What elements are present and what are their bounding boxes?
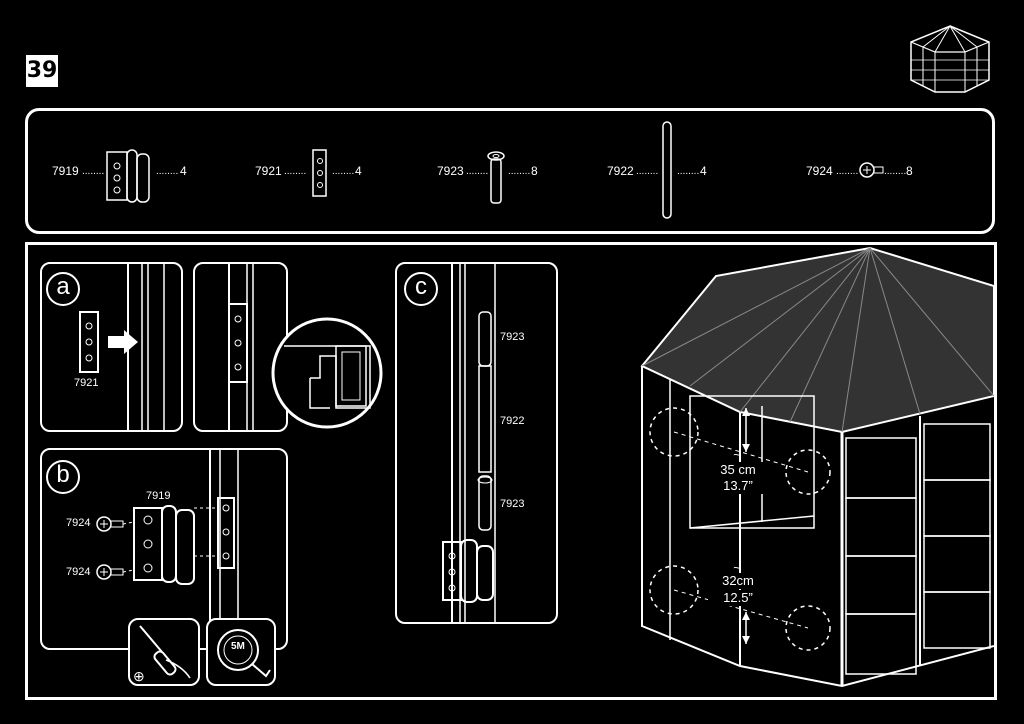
- part-qty-7919: 4: [180, 164, 187, 178]
- zoom-detail-circle: [271, 317, 383, 429]
- upper-dimension-tilde: ~: [733, 447, 741, 462]
- panel-a-part-label: 7921: [74, 377, 99, 389]
- panel-b-screw-top-label: 7924: [66, 517, 91, 529]
- part-qty-7923: 8: [531, 164, 538, 178]
- panel-b-screw-bottom-label: 7924: [66, 566, 91, 578]
- panel-c-letter: c: [404, 272, 438, 306]
- panel-a-detail-illustration: [228, 264, 254, 430]
- part-qty-7924: 8: [906, 164, 913, 178]
- part-qty-7922: 4: [700, 164, 707, 178]
- step-number: 39: [26, 55, 58, 87]
- panel-a-letter: a: [46, 272, 80, 306]
- part-code-7924: 7924: [806, 164, 833, 178]
- part-code-7921: 7921: [255, 164, 282, 178]
- tape-measure-icon: [217, 629, 271, 678]
- gazebo-thumbnail-icon: [910, 25, 990, 93]
- pin-icon: [487, 151, 505, 204]
- part-dots: ........: [508, 166, 531, 177]
- panel-b-hinge-label: 7919: [146, 490, 171, 502]
- upper-dimension-cm: 35 cm: [708, 462, 768, 478]
- panel-c-illustration: [442, 264, 496, 622]
- hinge-icon: [106, 149, 150, 203]
- panel-b-illustration: [96, 450, 239, 648]
- part-code-7922: 7922: [607, 164, 634, 178]
- screw-icon: [859, 162, 884, 178]
- assembly-panel: [25, 242, 997, 700]
- panel-c: [395, 262, 558, 624]
- rod-icon: [662, 121, 672, 219]
- part-dots: ........: [284, 166, 307, 177]
- gazebo-illustration: [640, 246, 994, 688]
- plate-icon: [312, 149, 327, 197]
- part-qty-7921: 4: [355, 164, 362, 178]
- panel-c-label-bottom: 7923: [500, 498, 525, 510]
- part-dots: ........: [466, 166, 489, 177]
- upper-dimension-in: 13.7”: [708, 478, 768, 494]
- panel-a: [40, 262, 183, 432]
- screwdriver-icon: [139, 625, 191, 679]
- panel-b-letter: b: [46, 460, 80, 494]
- phillips-symbol: ⊕: [133, 668, 145, 684]
- part-dots: ........: [636, 166, 659, 177]
- parts-list-panel: [25, 108, 995, 234]
- part-dots: ........: [884, 166, 907, 177]
- part-code-7923: 7923: [437, 164, 464, 178]
- tape-measure-text: 5M: [231, 641, 245, 652]
- lower-dimension-in: 12.5”: [708, 590, 768, 606]
- part-dots: ........: [332, 166, 355, 177]
- panel-c-label-top: 7923: [500, 331, 525, 343]
- part-dots: ........: [82, 166, 105, 177]
- part-dots: ........: [836, 166, 859, 177]
- part-dots: ........: [156, 166, 179, 177]
- part-code-7919: 7919: [52, 164, 79, 178]
- part-dots: ........: [677, 166, 700, 177]
- lower-dimension-tilde: ~: [733, 560, 741, 575]
- panel-a-illustration: [79, 264, 165, 430]
- lower-dimension-cm: 32cm: [708, 573, 768, 589]
- panel-c-label-mid: 7922: [500, 415, 525, 427]
